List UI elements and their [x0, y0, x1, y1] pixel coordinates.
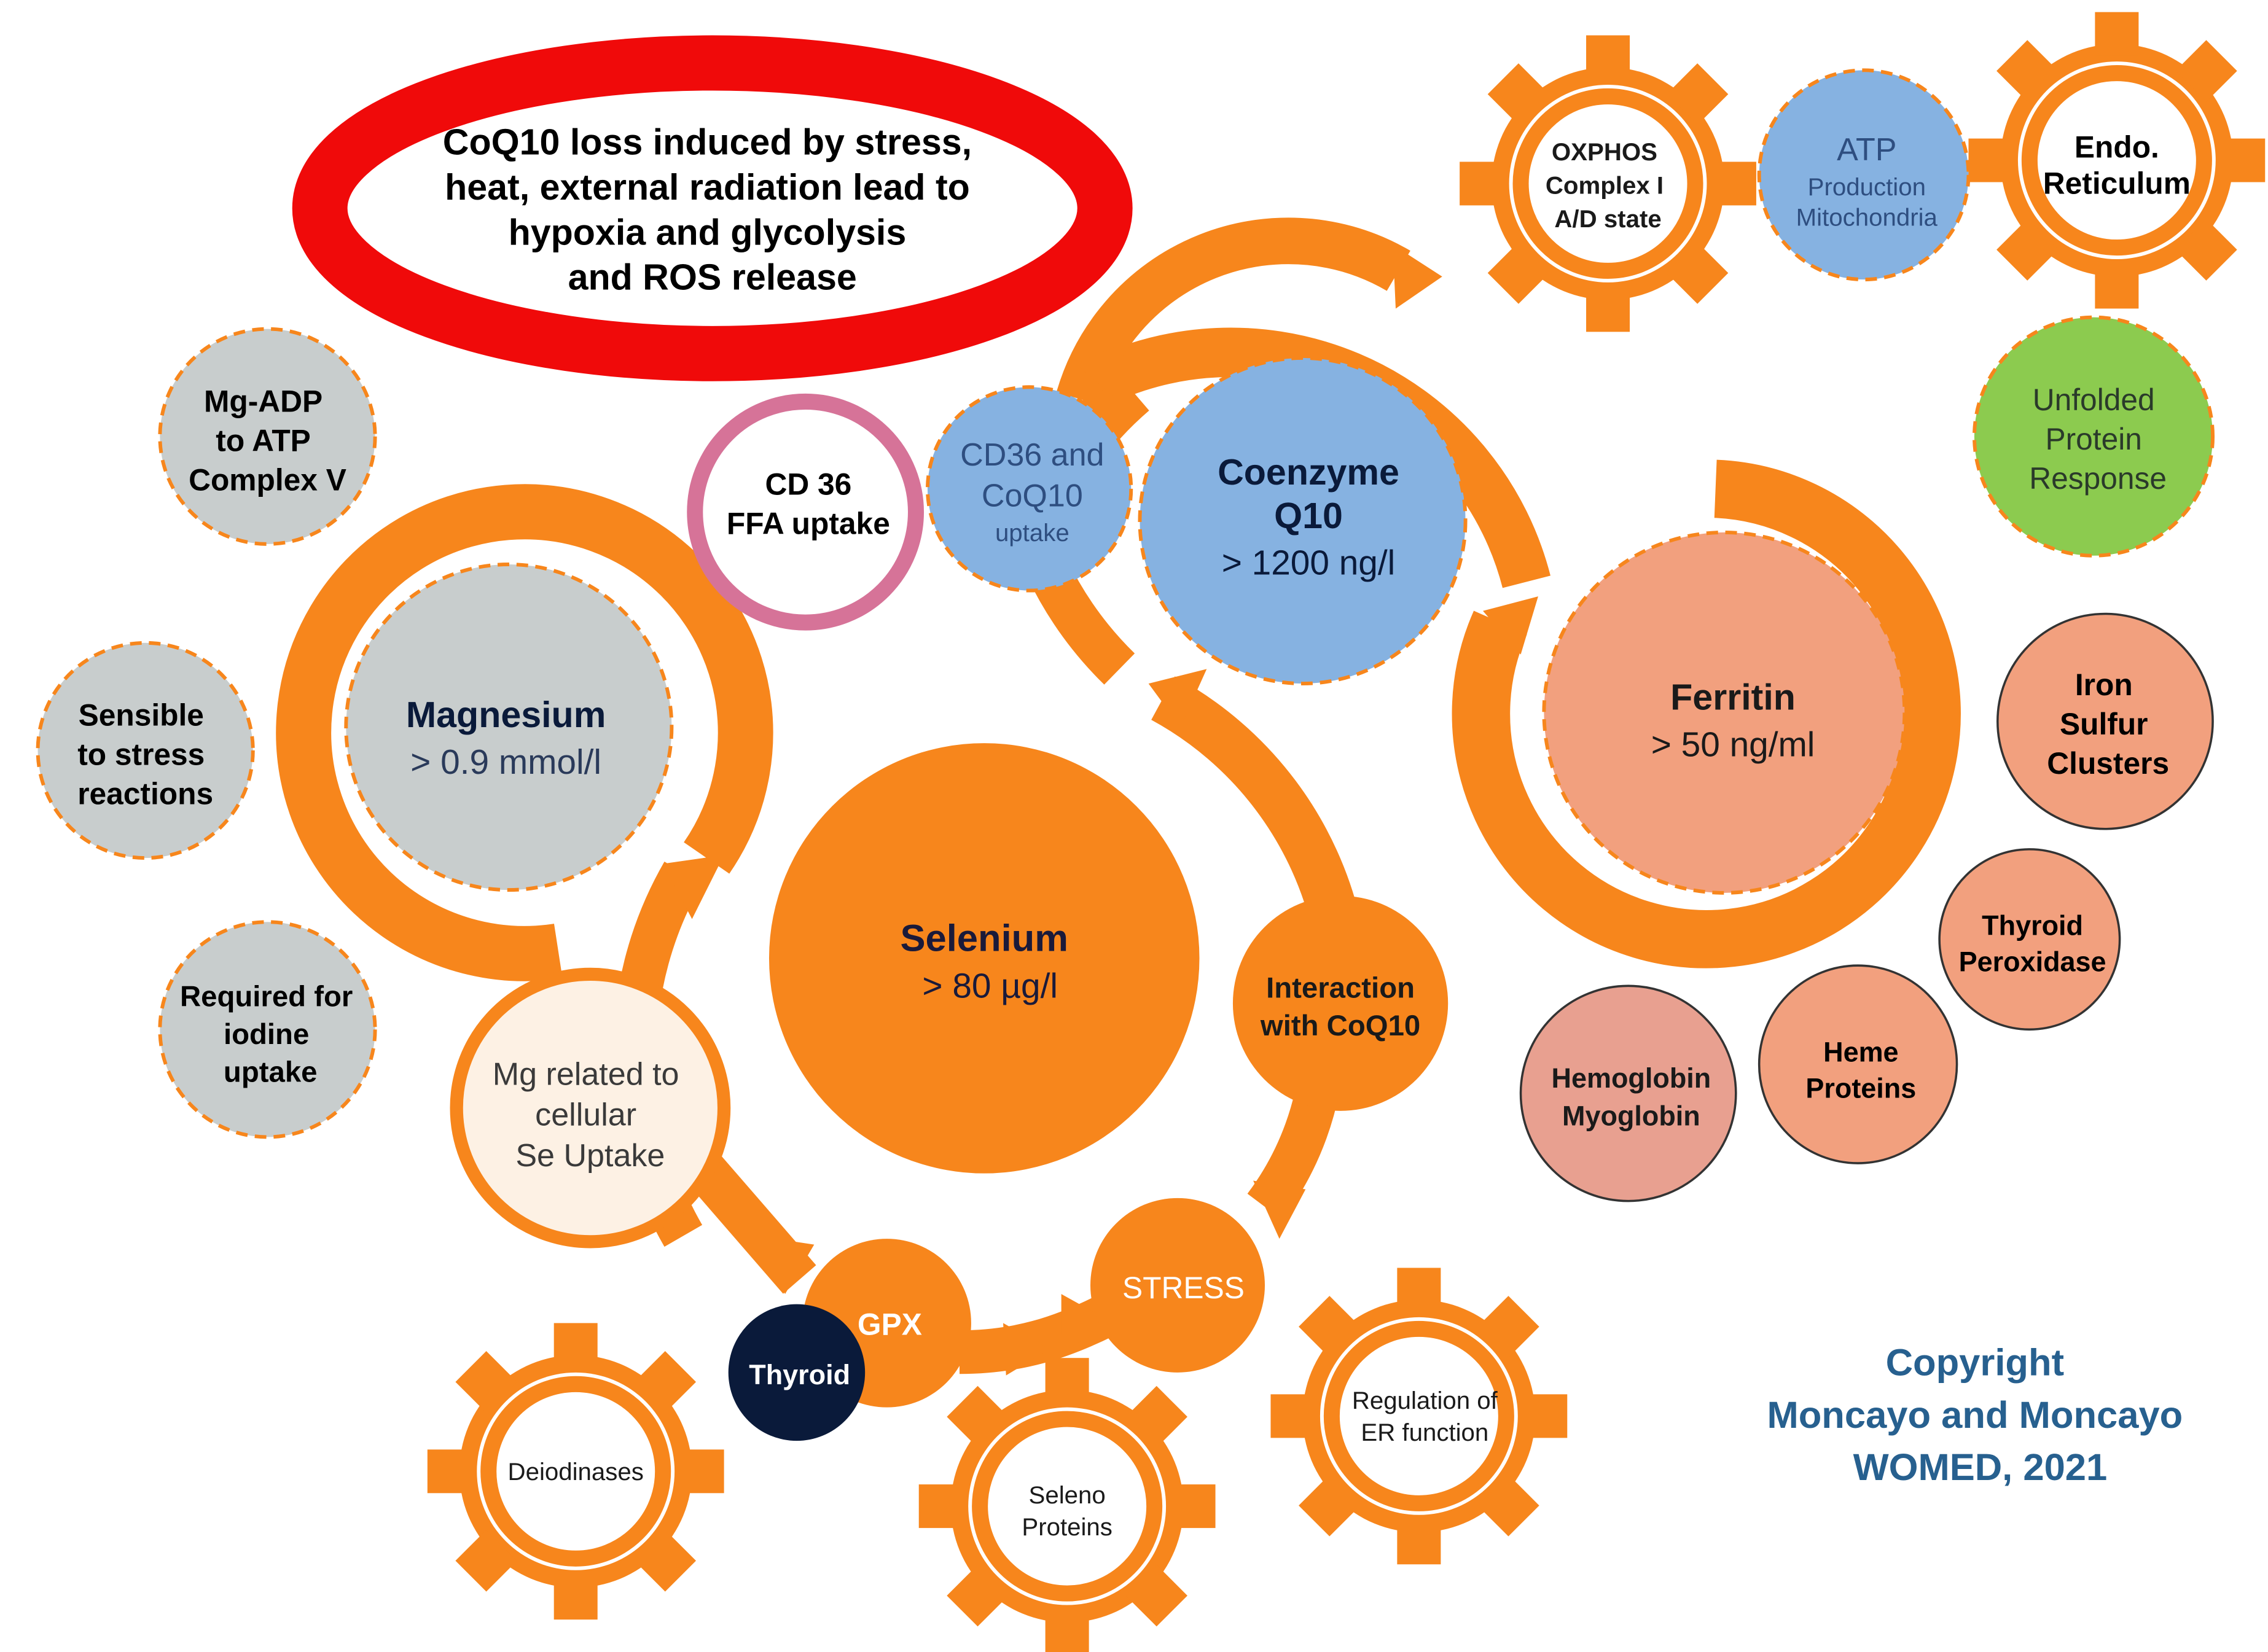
arrowhead-mg — [663, 855, 724, 919]
svg-text:Iron Sulfur Cluste: Iron Sulfur Clusters — [2047, 668, 2169, 781]
svg-text:Endo.: Endo. — [2074, 130, 2159, 164]
svg-text:Deiodinases: Deiodinases — [508, 1458, 644, 1486]
right-loop-arc — [1151, 676, 1362, 937]
arrowhead-inner — [1148, 669, 1207, 728]
svg-text:CD36 and: CD36 and — [960, 437, 1104, 473]
interaction-node: Interaction with CoQ10 — [1232, 895, 1449, 1111]
cd36coq-node: CD36 and CoQ10 uptake — [925, 385, 1133, 593]
banner-ellipse — [292, 35, 1133, 381]
arrowhead-lower-right — [1253, 1180, 1306, 1239]
magnesium-title: Magnesium — [406, 694, 606, 735]
svg-text:Myoglobin: Myoglobin — [1562, 1101, 1700, 1132]
ferritin-ring-arc — [1452, 459, 1961, 968]
svg-text:Heme: Heme — [1823, 1036, 1898, 1067]
arrowhead-top — [1393, 244, 1442, 309]
svg-text:Required for iodine: Required for iodine uptake — [180, 980, 361, 1088]
heme-node: Heme Proteins — [1758, 964, 1958, 1164]
magnesium-circle — [344, 563, 674, 892]
stress-node: STRESS — [1090, 1198, 1265, 1373]
svg-text:Copyright Moncayo and Mo: Copyright Moncayo and Moncayo WOMED, 202… — [1767, 1342, 2193, 1489]
svg-text:CD 36: CD 36 — [765, 467, 851, 501]
arrowhead-bottom — [1003, 1323, 1050, 1376]
arrowhead-right — [1483, 596, 1538, 655]
iron-node: Iron Sulfur Clusters — [1996, 612, 2214, 830]
svg-text:Coenzyme: Coenzyme — [1218, 451, 1399, 493]
atp-node: ATP Production Mitochondria — [1757, 68, 1971, 282]
svg-text:Regulation of: Regulation of — [1352, 1387, 1498, 1414]
svg-text:Thyroid: Thyroid — [749, 1359, 850, 1390]
svg-text:Proteins: Proteins — [1805, 1073, 1916, 1104]
svg-text:Thyroid: Thyroid — [1982, 910, 2083, 941]
svg-text:Interaction: Interaction — [1266, 972, 1415, 1004]
magnesium-ring-arc — [276, 484, 773, 981]
svg-text:Ferritin: Ferritin — [1670, 677, 1796, 718]
svg-text:Peroxidase: Peroxidase — [1959, 946, 2106, 978]
svg-text:Q10: Q10 — [1274, 495, 1343, 536]
svg-text:Seleno: Seleno — [1029, 1481, 1106, 1509]
hemoglobin-node: Hemoglobin Myoglobin — [1519, 984, 1737, 1202]
deiodinases-gear: Deiodinases — [428, 1323, 724, 1619]
tpo-node: Thyroid Peroxidase — [1938, 848, 2121, 1031]
selenium-node: Selenium > 80 µg/l — [768, 743, 1200, 1174]
mgse-node: Mg related to cellular Se Uptake — [450, 967, 731, 1249]
svg-text:OXPHOS Complex I A: OXPHOS Complex I A/D state — [1546, 138, 1670, 233]
thyroid-node: Thyroid — [728, 1304, 866, 1441]
svg-text:Production: Production — [1808, 173, 1926, 201]
cd36-node: CD 36 FFA uptake — [687, 393, 925, 631]
svg-text:> 50 ng/ml: > 50 ng/ml — [1651, 725, 1815, 764]
svg-text:Mitochondria: Mitochondria — [1796, 204, 1938, 232]
oxphos-gear: OXPHOS Complex I A/D state — [1460, 36, 1756, 332]
svg-text:ER function: ER function — [1361, 1419, 1488, 1446]
copyright: Copyright Moncayo and Moncayo WOMED, 202… — [1767, 1342, 2193, 1489]
er-gear: Regulation of ER function — [1270, 1268, 1567, 1564]
top-arc — [1056, 217, 1410, 405]
svg-text:with CoQ10: with CoQ10 — [1260, 1010, 1420, 1042]
svg-text:FFA uptake: FFA uptake — [727, 506, 890, 540]
banner: CoQ10 loss induced by stress, heat, exte… — [292, 35, 1133, 381]
svg-text:Mg related to cellular: Mg related to cellular Se Uptake — [493, 1056, 688, 1174]
arrowhead-left — [1076, 343, 1123, 402]
endo-gear: Endo. Reticulum — [1968, 12, 2265, 309]
svg-text:uptake: uptake — [995, 519, 1069, 547]
svg-text:Selenium: Selenium — [900, 918, 1068, 960]
svg-text:STRESS: STRESS — [1122, 1271, 1245, 1305]
svg-text:> 1200 ng/l: > 1200 ng/l — [1222, 544, 1396, 583]
svg-text:Proteins: Proteins — [1022, 1513, 1112, 1541]
svg-text:> 80 µg/l: > 80 µg/l — [922, 967, 1058, 1005]
upr-node: Unfolded Protein Response — [1972, 315, 2215, 558]
mgadp-node: Mg-ADP to ATP Complex V — [158, 327, 377, 546]
banner-text: CoQ10 loss induced by stress, heat, exte… — [443, 122, 982, 298]
svg-text:ATP: ATP — [1837, 132, 1896, 168]
ferritin-node: Ferritin > 50 ng/ml — [1542, 530, 1907, 895]
svg-text:CoQ10: CoQ10 — [982, 478, 1083, 513]
svg-text:Mg-ADP to ATP Comp: Mg-ADP to ATP Complex V — [189, 384, 346, 497]
svg-text:Sensible to stress: Sensible to stress reactions — [77, 698, 213, 811]
arrowhead-stress — [1061, 1294, 1114, 1352]
coenzyme-node: Coenzyme Q10 > 1200 ng/l — [1138, 356, 1468, 686]
svg-text:Unfolded Protein R: Unfolded Protein Response — [2029, 383, 2167, 496]
svg-text:Reticulum: Reticulum — [2043, 166, 2191, 201]
svg-text:GPX: GPX — [858, 1307, 922, 1341]
iodine-node: Required for iodine uptake — [158, 920, 377, 1139]
svg-text:Hemoglobin: Hemoglobin — [1552, 1062, 1711, 1094]
sensible-node: Sensible to stress reactions — [36, 641, 255, 860]
seleno-gear: Seleno Proteins — [919, 1358, 1216, 1652]
magnesium-value: > 0.9 mmol/l — [410, 743, 601, 782]
magnesium-node: Magnesium > 0.9 mmol/l — [344, 563, 674, 892]
